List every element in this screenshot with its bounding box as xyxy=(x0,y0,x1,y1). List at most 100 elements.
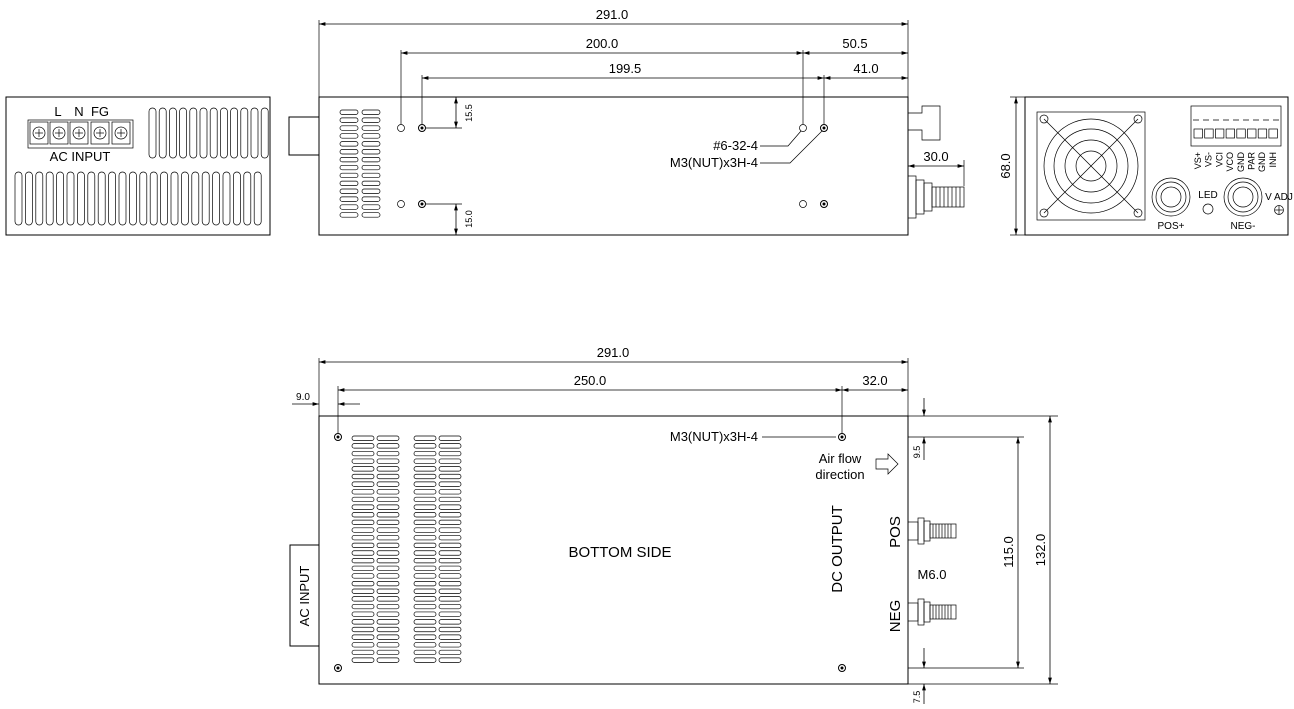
vent-slot xyxy=(351,550,375,556)
vent-slot xyxy=(339,117,359,123)
vent-slot xyxy=(351,473,375,480)
vent-slot xyxy=(189,107,198,159)
signal-pin xyxy=(1204,128,1214,139)
nut-hole xyxy=(838,664,846,672)
side-view: 291.0 200.0 50.5 199.5 41.0 15.5 15.0 30… xyxy=(288,7,965,236)
vent-slot xyxy=(438,535,462,541)
side-vent-slots xyxy=(339,109,381,218)
vent-slot xyxy=(351,481,375,487)
vent-slot xyxy=(361,172,381,179)
vent-slot xyxy=(351,619,375,625)
neg-terminal-icon xyxy=(1223,177,1263,217)
vent-slot xyxy=(339,204,359,210)
signal-pin-label: VCI xyxy=(1214,152,1224,167)
vent-slot xyxy=(413,573,437,579)
vent-slot xyxy=(339,141,359,147)
vent-slot xyxy=(14,171,23,226)
signal-pin xyxy=(1236,128,1246,139)
dim-width: 132.0 xyxy=(1033,534,1048,567)
vent-slot xyxy=(413,519,437,526)
side-ac-stub xyxy=(288,116,320,156)
vent-slot xyxy=(413,626,437,633)
vent-slot xyxy=(191,171,200,226)
signal-pin xyxy=(1247,128,1257,139)
dim-hole-span: 200.0 xyxy=(586,36,619,51)
vent-slot xyxy=(181,171,189,226)
vent-slot xyxy=(339,157,359,163)
vent-slot xyxy=(220,107,228,159)
vent-slot xyxy=(413,535,437,541)
pos-terminal-icon xyxy=(1151,177,1191,217)
vent-slot xyxy=(56,171,64,226)
vent-slot xyxy=(438,450,462,457)
neg-label: NEG xyxy=(887,600,904,633)
vent-slot xyxy=(413,634,437,640)
nut-hole xyxy=(820,124,828,132)
vent-slot xyxy=(77,171,85,226)
vent-slot xyxy=(339,149,359,155)
fan-icon xyxy=(1036,111,1146,221)
vent-slot xyxy=(438,512,462,518)
vent-slot xyxy=(438,519,462,526)
vent-slot xyxy=(438,626,462,633)
vent-slot xyxy=(413,550,437,556)
vent-slot xyxy=(361,141,381,147)
vent-slot xyxy=(339,180,359,186)
vent-slot xyxy=(438,527,462,533)
vent-slot xyxy=(413,588,437,594)
dim-terminal-length: 30.0 xyxy=(923,149,948,164)
pos-label: POS xyxy=(887,516,904,548)
vent-slot xyxy=(438,596,462,602)
vent-slot xyxy=(169,107,177,159)
vent-slot xyxy=(240,107,249,159)
signal-pin-label: VS+ xyxy=(1193,152,1203,169)
vent-slot xyxy=(351,435,375,441)
vent-slot xyxy=(438,458,462,464)
nut-hole xyxy=(334,433,342,441)
vent-slot xyxy=(376,580,400,587)
vent-slot xyxy=(438,580,462,587)
vent-slot xyxy=(413,565,437,571)
fan-housing xyxy=(908,105,941,141)
vent-slot xyxy=(438,473,462,480)
vent-slot xyxy=(438,619,462,625)
vent-slot xyxy=(413,458,437,464)
vent-slot xyxy=(351,626,375,633)
vent-slot xyxy=(339,188,359,194)
vent-slot xyxy=(339,164,359,171)
dim-bottom-offset: 15.0 xyxy=(464,210,474,228)
mount-hole xyxy=(397,200,405,208)
dim-bottom-bottom-offset: 7.5 xyxy=(912,691,922,704)
vent-slot xyxy=(413,473,437,480)
vent-slot xyxy=(351,466,375,472)
vent-slot xyxy=(438,603,462,610)
vent-slot xyxy=(413,496,437,503)
dim-height: 68.0 xyxy=(998,153,1013,178)
vent-slot xyxy=(351,573,375,579)
vent-slot xyxy=(351,527,375,533)
bottom-side-title: BOTTOM SIDE xyxy=(568,544,671,561)
vent-slot xyxy=(361,204,381,210)
vent-slot xyxy=(413,504,437,510)
vent-slot xyxy=(233,171,241,226)
vent-slot xyxy=(376,435,400,441)
vent-slot xyxy=(376,473,400,480)
dim-bottom-top-offset: 9.5 xyxy=(912,446,922,459)
vent-slot xyxy=(413,596,437,602)
vent-slot xyxy=(413,603,437,610)
vent-slot xyxy=(438,565,462,571)
vent-slot xyxy=(66,171,75,226)
vent-slot xyxy=(361,149,381,155)
vent-slot xyxy=(129,171,137,226)
vent-slot xyxy=(376,542,400,548)
vent-slot xyxy=(413,489,437,495)
vent-slot xyxy=(413,450,437,457)
vent-slot xyxy=(376,611,400,617)
nut-hole xyxy=(334,664,342,672)
vent-slot xyxy=(376,596,400,602)
vent-slot xyxy=(438,550,462,556)
vent-slot xyxy=(351,519,375,526)
signal-pin xyxy=(1225,128,1235,139)
vent-slot xyxy=(361,164,381,171)
side-body-outline xyxy=(318,96,909,236)
